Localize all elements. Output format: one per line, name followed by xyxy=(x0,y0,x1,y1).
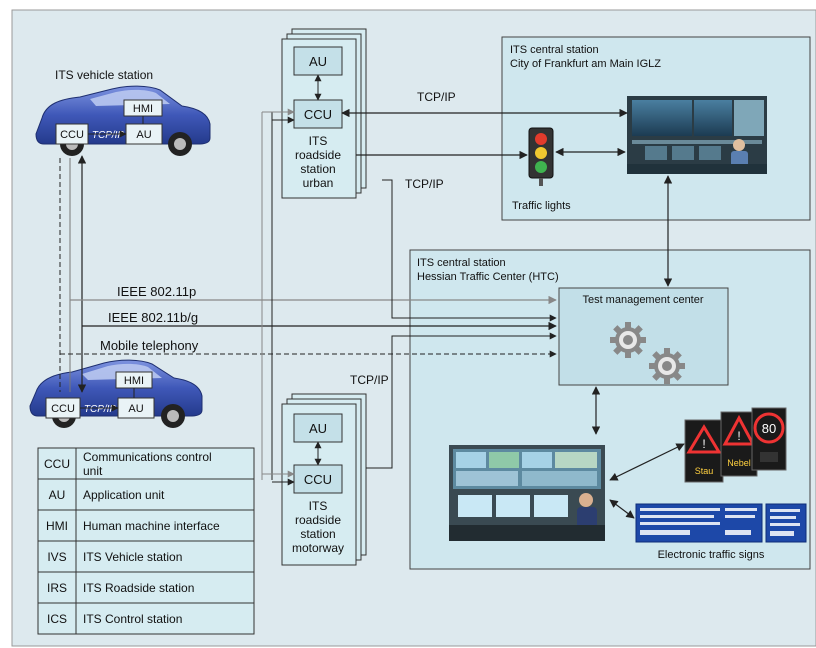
sign-stau: Stau xyxy=(695,466,714,476)
roadside-motorway-au-label: AU xyxy=(309,421,327,436)
legend-abbr: HMI xyxy=(46,519,68,533)
tcpip-label-motorway: TCP/IP xyxy=(350,373,389,387)
warning-icon: ! xyxy=(702,437,705,451)
motorway-test-center-link xyxy=(366,332,557,469)
roadside-motorway-au-box xyxy=(293,413,343,443)
tcpip-label-traffic: TCP/IP xyxy=(405,177,444,191)
roadside-urban-au-box xyxy=(293,46,343,76)
roadside-motorway-line: ITS xyxy=(309,499,328,513)
legend-desc: Application unit xyxy=(83,488,165,502)
urban-test-center-link xyxy=(382,179,557,322)
legend-abbr: ICS xyxy=(47,612,67,626)
electronic-traffic-signs-label: Electronic traffic signs xyxy=(658,549,765,561)
legend-abbr: IVS xyxy=(47,550,66,564)
control-room-photo xyxy=(627,96,767,174)
roadside-urban-ccu-label: CCU xyxy=(304,107,332,122)
vehicle-2-hmi-label: HMI xyxy=(124,375,144,387)
vehicle-1: HMI CCU TCP/IP AU xyxy=(35,85,211,156)
roadside-motorway-line: roadside xyxy=(295,513,341,527)
legend-abbr: CCU xyxy=(44,457,70,471)
ieee-80211bg-label: IEEE 802.11b/g xyxy=(108,310,198,325)
legend-table: CCU Communications control unit AU Appli… xyxy=(37,447,255,635)
central-station-frankfurt: ITS central station City of Frankfurt am… xyxy=(501,36,811,221)
roadside-motorway-line: station xyxy=(300,527,335,541)
vehicle-1-tcpip-label: TCP/IP xyxy=(92,130,125,141)
variable-message-signs: ! Stau ! Nebel 80 xyxy=(684,407,787,483)
legend-abbr: IRS xyxy=(47,581,67,595)
roadside-urban-line: roadside xyxy=(295,148,341,162)
legend-desc: unit xyxy=(83,464,103,478)
traffic-light-icon xyxy=(528,127,554,186)
tcpip-label-urban: TCP/IP xyxy=(417,90,456,104)
roadside-station-urban: AU CCU ITS roadside station urban xyxy=(281,28,367,199)
roadside-urban-line: urban xyxy=(303,176,334,190)
legend-desc: Human machine interface xyxy=(83,519,220,533)
roadside-urban-line: station xyxy=(300,162,335,176)
test-management-center-label: Test management center xyxy=(582,294,703,306)
legend-abbr: AU xyxy=(49,488,66,502)
gear-icon xyxy=(649,348,685,384)
warning-icon: ! xyxy=(737,429,740,443)
central-station-htc: ITS central station Hessian Traffic Cent… xyxy=(409,249,811,570)
vehicle-2: HMI CCU TCP/IP AU xyxy=(29,359,203,428)
vehicle-2-tcpip-label: TCP/IP xyxy=(84,404,117,415)
vehicle-2-ccu-label: CCU xyxy=(51,403,75,415)
legend-desc: ITS Control station xyxy=(83,612,182,626)
legend-desc: ITS Vehicle station xyxy=(83,550,182,564)
vehicle-1-ccu-label: CCU xyxy=(60,129,84,141)
sign-nebel: Nebel xyxy=(727,458,751,468)
htc-title: ITS central station xyxy=(417,257,506,269)
ieee-80211p-label: IEEE 802.11p xyxy=(117,284,196,299)
frankfurt-subtitle: City of Frankfurt am Main IGLZ xyxy=(510,58,661,70)
mobile-telephony-label: Mobile telephony xyxy=(100,338,199,353)
vehicle-1-au-label: AU xyxy=(136,129,151,141)
roadside-urban-line: ITS xyxy=(309,134,328,148)
roadside-urban-au-label: AU xyxy=(309,54,327,69)
frankfurt-title: ITS central station xyxy=(510,44,599,56)
htc-subtitle: Hessian Traffic Center (HTC) xyxy=(417,271,559,283)
direction-signs xyxy=(635,503,807,543)
vehicle-station-label: ITS vehicle station xyxy=(55,68,153,82)
legend-desc: ITS Roadside station xyxy=(83,581,194,595)
htc-control-room-photo xyxy=(449,445,605,541)
vehicle-1-hmi-label: HMI xyxy=(133,103,153,115)
legend-desc: Communications control xyxy=(83,450,212,464)
roadside-motorway-ccu-label: CCU xyxy=(304,472,332,487)
test-management-center-box xyxy=(558,287,729,386)
traffic-lights-label: Traffic lights xyxy=(512,200,571,212)
sign-speed-limit: 80 xyxy=(762,421,776,436)
vehicle-2-au-label: AU xyxy=(128,403,143,415)
connection-lines xyxy=(59,74,685,519)
gear-icon xyxy=(610,322,646,358)
roadside-motorway-line: motorway xyxy=(292,541,344,555)
roadside-station-motorway: AU CCU ITS roadside station motorway xyxy=(281,393,367,566)
